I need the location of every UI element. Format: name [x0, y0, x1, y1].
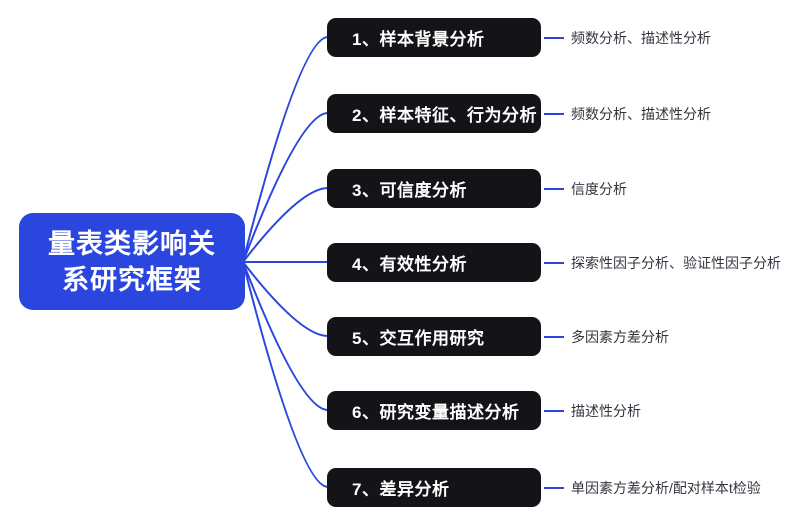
branch-connector-line: [242, 261, 329, 337]
leaf-label[interactable]: 描述性分析: [571, 402, 641, 419]
branch-node-5[interactable]: 5、交互作用研究: [327, 317, 541, 356]
leaf-label[interactable]: 多因素方差分析: [571, 328, 669, 345]
branch-row-7: 7、差异分析 单因素方差分析/配对样本t检验: [327, 468, 761, 507]
branch-connector-line: [242, 261, 329, 488]
leaf-connector-line: [544, 261, 564, 264]
branch-label: 1、样本背景分析: [352, 30, 485, 49]
branch-row-1: 1、样本背景分析 频数分析、描述性分析: [327, 18, 711, 57]
leaf-connector-line: [544, 36, 564, 39]
leaf-connector-line: [544, 335, 564, 338]
branch-connector-line: [242, 261, 329, 411]
branch-connector-line: [242, 112, 329, 263]
branch-row-2: 2、样本特征、行为分析 频数分析、描述性分析: [327, 94, 711, 133]
root-label-line1: 量表类影响关: [48, 228, 216, 259]
branch-node-6[interactable]: 6、研究变量描述分析: [327, 391, 541, 430]
branch-label: 6、研究变量描述分析: [352, 403, 520, 422]
leaf-connector-line: [544, 187, 564, 190]
root-label-line2: 系研究框架: [62, 264, 202, 295]
leaf-label[interactable]: 频数分析、描述性分析: [571, 29, 711, 46]
branch-row-3: 3、可信度分析 信度分析: [327, 169, 627, 208]
branch-node-1[interactable]: 1、样本背景分析: [327, 18, 541, 57]
leaf-label[interactable]: 信度分析: [571, 180, 627, 197]
leaf-connector-line: [544, 486, 564, 489]
branch-label: 5、交互作用研究: [352, 329, 485, 348]
branch-node-3[interactable]: 3、可信度分析: [327, 169, 541, 208]
branch-node-2[interactable]: 2、样本特征、行为分析: [327, 94, 541, 133]
branch-row-4: 4、有效性分析 探索性因子分析、验证性因子分析: [327, 243, 781, 282]
leaf-connector-line: [544, 112, 564, 115]
branch-label: 2、样本特征、行为分析: [352, 106, 537, 125]
branch-row-6: 6、研究变量描述分析 描述性分析: [327, 391, 641, 430]
leaf-label[interactable]: 频数分析、描述性分析: [571, 105, 711, 122]
branch-label: 4、有效性分析: [352, 255, 467, 274]
branch-row-5: 5、交互作用研究 多因素方差分析: [327, 317, 669, 356]
branch-node-7[interactable]: 7、差异分析: [327, 468, 541, 507]
root-node[interactable]: 量表类影响关 系研究框架: [19, 213, 245, 310]
branch-node-4[interactable]: 4、有效性分析: [327, 243, 541, 282]
branch-connector-line: [242, 187, 329, 263]
leaf-connector-line: [544, 409, 564, 412]
branch-label: 7、差异分析: [352, 480, 450, 499]
branch-label: 3、可信度分析: [352, 181, 467, 200]
branch-connector-line: [242, 36, 329, 263]
leaf-label[interactable]: 单因素方差分析/配对样本t检验: [571, 479, 761, 496]
leaf-label[interactable]: 探索性因子分析、验证性因子分析: [571, 254, 781, 271]
